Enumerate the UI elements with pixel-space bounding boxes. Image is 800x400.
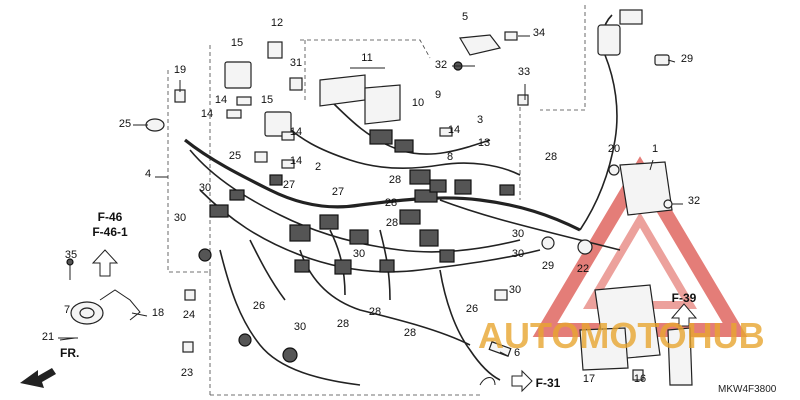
callout-c27b: 27 [332,186,344,198]
callout-c19: 19 [174,64,186,76]
callout-c32b: 32 [688,195,700,207]
reference-labels: F-46F-46-1F-39F-31 [92,210,696,390]
relay-12 [267,41,283,59]
callout-c16: 16 [634,373,646,385]
callout-c15a: 15 [231,37,243,49]
callout-c12: 12 [271,17,283,29]
callout-c28a: 28 [545,151,557,163]
horn-7 [58,249,141,339]
callout-c30e: 30 [353,248,365,260]
callout-c28c: 28 [385,197,397,209]
callout-c14e: 14 [448,124,460,136]
diagram-code: MKW4F3800 [718,384,777,395]
fuse-box-11 [319,74,401,125]
callout-c2: 2 [315,161,321,173]
misc-parts [145,94,593,386]
callout-c6: 6 [514,347,520,359]
relay-15a [224,61,252,89]
leader-lines [59,35,683,357]
callout-labels: 1234567891011121314141414141515161718192… [42,11,700,385]
callout-c13: 13 [478,137,490,149]
callout-c15b: 15 [261,94,273,106]
callout-c32a: 32 [435,59,447,71]
clip-14b [226,109,242,119]
callout-c33: 33 [518,66,530,78]
callout-c30a: 30 [199,182,211,194]
clip-14e [439,127,453,137]
callout-c9: 9 [435,89,441,101]
reference-f46: F-46 [98,210,123,224]
callout-c7: 7 [64,304,70,316]
clip-14c [281,131,295,141]
callout-c28d: 28 [386,217,398,229]
callout-c29a: 29 [681,53,693,65]
clip-14a [236,96,252,106]
callout-c30d: 30 [512,248,524,260]
relay-parts [174,41,453,169]
watermark-text: AUTOMOTOHUB [478,315,765,356]
watermark: AUTOMOTOHUB [478,315,765,356]
callout-c11: 11 [361,52,372,64]
callout-c28f: 28 [369,306,381,318]
callout-c20: 20 [608,143,620,155]
callout-c3: 3 [477,114,483,126]
callout-c1: 1 [652,143,658,155]
connector-top-right [597,9,670,66]
main-harness [184,14,621,386]
callout-c29b: 29 [542,260,554,272]
callout-c31: 31 [290,57,302,69]
callout-c5: 5 [462,11,468,23]
callout-c28e: 28 [337,318,349,330]
clip-25b [254,151,268,163]
ecu-1 [608,161,673,216]
reference-f39: F-39 [672,291,697,305]
relay-31 [289,77,303,91]
callout-c14d: 14 [290,155,302,167]
callout-c25a: 25 [119,118,131,130]
callout-c14b: 14 [201,108,213,120]
callout-c23: 23 [181,367,193,379]
reference-f31: F-31 [536,376,561,390]
callout-c21: 21 [42,331,54,343]
callout-c27a: 27 [283,179,295,191]
callout-c22: 22 [577,263,589,275]
callout-c30g: 30 [294,321,306,333]
callout-c14a: 14 [215,94,227,106]
callout-c10: 10 [412,97,424,109]
callout-c24: 24 [183,309,195,321]
callout-c30f: 30 [509,284,521,296]
modules-16-17 [579,284,698,386]
clip-14d [281,159,295,169]
reference-arrows [20,368,533,393]
callout-c14c: 14 [290,126,302,138]
reference-f461: F-46-1 [92,225,128,239]
relay-15b [264,111,292,137]
front-direction-label: FR. [60,346,79,360]
bracket-5 [453,31,518,71]
callout-c25b: 25 [229,150,241,162]
callout-c26a: 26 [253,300,265,312]
callout-c8: 8 [447,151,453,163]
callout-c26b: 26 [466,303,478,315]
callout-c17: 17 [583,373,595,385]
callout-c4: 4 [145,168,151,180]
callout-c18: 18 [152,307,164,319]
callout-c30b: 30 [174,212,186,224]
callout-c30c: 30 [512,228,524,240]
callout-c34: 34 [533,27,545,39]
callout-c28b: 28 [389,174,401,186]
harness-connectors [198,129,515,363]
callout-c28g: 28 [404,327,416,339]
callout-c35: 35 [65,249,77,261]
